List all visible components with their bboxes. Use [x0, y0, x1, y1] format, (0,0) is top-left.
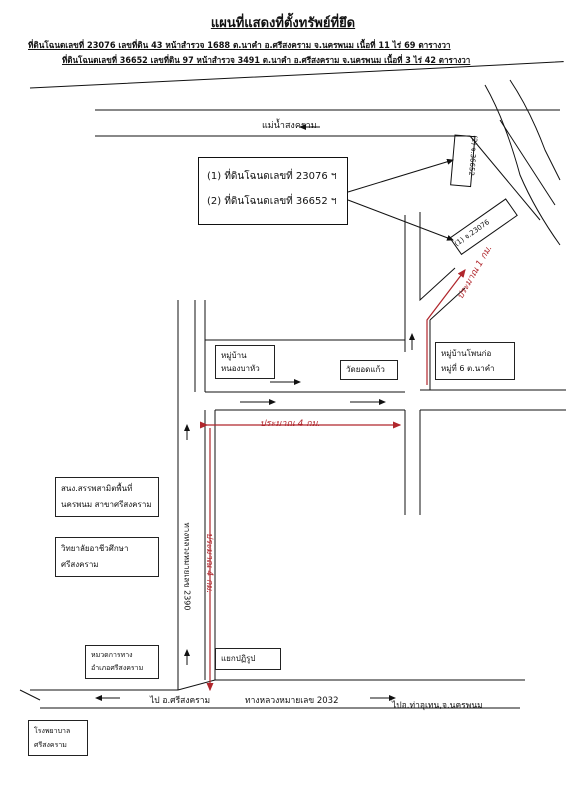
- place-wat-line1: วัดยอดแก้ว: [346, 365, 385, 374]
- red-route-right: [426, 269, 466, 385]
- place-phon-ko-line2: หมู่ที่ 6 ต.นาคำ: [441, 364, 495, 373]
- upper-right-bank-2: [509, 79, 561, 181]
- right-road-east: [419, 212, 456, 302]
- parcel-1-shape: [449, 198, 518, 256]
- upper-right-road-2: [499, 119, 556, 206]
- distance-top-label: ประมาณ 4 กม.: [260, 419, 321, 429]
- place-excise-line2: นครพนม สาขาศรีสงคราม: [61, 500, 152, 509]
- place-highway-dept: หมวดการทาง อำเภอศรีสงคราม: [85, 645, 159, 679]
- road-to-si-songkhram: ไป อ.ศรีสงคราม: [150, 696, 211, 706]
- place-nong-ba-hua: หมู่บ้าน หนองบาหัว: [215, 345, 275, 379]
- legend-box: (1) ที่ดินโฉนดเลขที่ 23076 ฯ (2) ที่ดินโ…: [198, 157, 348, 225]
- legend-arrow-1: [347, 158, 454, 193]
- place-junction: แยกปฏิรูป: [215, 648, 281, 670]
- legend-item-1: (1) ที่ดินโฉนดเลขที่ 23076 ฯ: [207, 171, 337, 182]
- place-excise-line1: สนง.สรรพสามิตพื้นที่: [61, 484, 133, 493]
- subtitle-line-2: ที่ดินโฉนดเลขที่ 36652 เลขที่ดิน 97 หน้า…: [62, 55, 471, 65]
- road-to-tha-uthen: ไปอ.ท่าอุเทน,จ.นครพนม: [392, 701, 483, 711]
- top-boundary-line: [29, 61, 564, 89]
- place-hospital: โรงพยาบาล ศรีสงคราม: [28, 720, 88, 756]
- place-junction-line1: แยกปฏิรูป: [221, 654, 256, 663]
- place-college: วิทยาลัยอาชีวศึกษา ศรีสงคราม: [55, 537, 159, 577]
- place-hospital-line1: โรงพยาบาล: [34, 727, 71, 735]
- distance-left-label: ประมาณ 4 กม.: [204, 532, 215, 594]
- upper-right-road-1: [469, 135, 541, 221]
- place-phon-ko: หมู่บ้านโพนก่อ หมู่ที่ 6 ต.นาคำ: [435, 342, 515, 380]
- map-title: แผนที่แสดงที่ตั้งทรัพย์ที่ยึด: [210, 16, 356, 31]
- highway-2390-label: ทางหลวงหมายเลข 2390: [182, 522, 192, 611]
- river-label: แม่น้ำสงคราม: [262, 121, 317, 131]
- place-nong-ba-hua-line2: หนองบาหัว: [221, 364, 260, 373]
- place-excise-office: สนง.สรรพสามิตพื้นที่ นครพนม สาขาศรีสงครา…: [55, 477, 159, 517]
- hwy2032-north-edge: [30, 679, 525, 691]
- highway-2032-label: ทางหลวงหมายเลข 2032: [245, 696, 339, 706]
- legend-arrow-2: [347, 199, 454, 241]
- place-college-line1: วิทยาลัยอาชีวศึกษา: [61, 544, 129, 553]
- place-wat: วัดยอดแก้ว: [340, 360, 398, 380]
- place-nong-ba-hua-line1: หมู่บ้าน: [221, 351, 247, 360]
- bottom-left-stub: [19, 689, 41, 701]
- place-college-line2: ศรีสงคราม: [61, 560, 99, 569]
- place-phon-ko-line1: หมู่บ้านโพนก่อ: [441, 349, 492, 358]
- upper-right-bank-1: [484, 84, 561, 246]
- right-road-east-2: [429, 287, 466, 321]
- place-highway-dept-line1: หมวดการทาง: [91, 651, 133, 659]
- subtitle-line-1: ที่ดินโฉนดเลขที่ 23076 เลขที่ดิน 43 หน้า…: [28, 40, 451, 50]
- place-highway-dept-line2: อำเภอศรีสงคราม: [91, 664, 144, 672]
- legend-item-2: (2) ที่ดินโฉนดเลขที่ 36652 ฯ: [207, 196, 337, 207]
- place-hospital-line2: ศรีสงคราม: [34, 741, 67, 749]
